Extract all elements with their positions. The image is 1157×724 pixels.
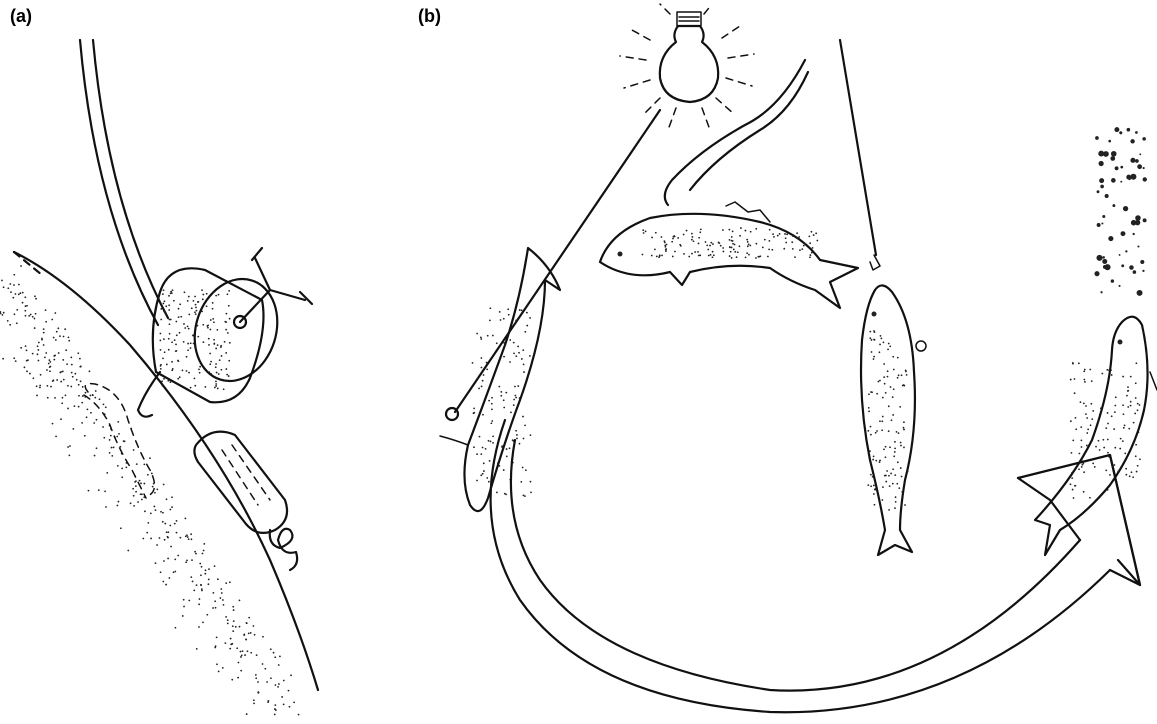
light-bulb-icon (620, 4, 754, 130)
bubbles (1094, 127, 1146, 296)
fish-icon (861, 285, 926, 555)
burrow-outline (85, 384, 154, 496)
hook-icon (870, 255, 880, 270)
panel-a-illustration (0, 40, 318, 716)
sand-stipple (0, 265, 299, 715)
bank-edge (14, 252, 318, 690)
fishing-line-inner (93, 40, 168, 318)
rod-line-right (840, 40, 876, 255)
cycle-arrow-icon (491, 420, 1140, 712)
rod-line-left (455, 110, 660, 412)
panel-b-illustration (440, 4, 1157, 712)
fish-icon (600, 202, 858, 308)
hand-line (665, 60, 805, 205)
fish-icon (440, 248, 560, 511)
fish-icon (1035, 317, 1157, 555)
fishing-line-outer (80, 40, 158, 325)
knot (270, 529, 297, 570)
